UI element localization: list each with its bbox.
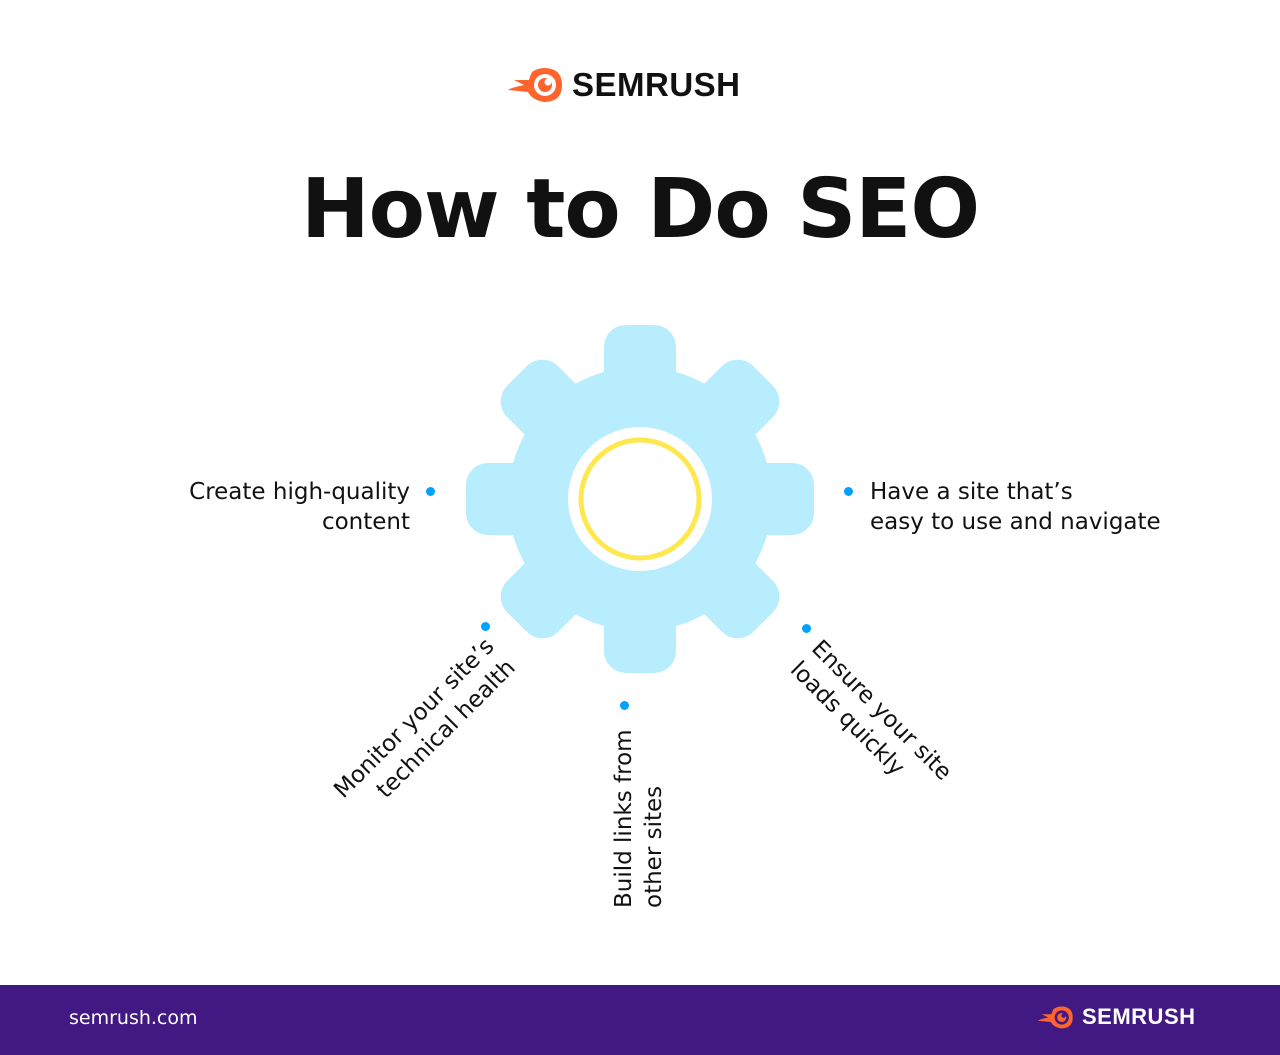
item-site-speed: Ensure your site loads quickly (784, 634, 958, 808)
bullet-dot (426, 487, 435, 496)
semrush-flame-icon (1034, 1006, 1073, 1028)
item-line: other sites (641, 785, 667, 908)
bullet-dot (844, 487, 853, 496)
item-line: Have a site that’s (870, 479, 1073, 505)
semrush-flame-icon (502, 68, 562, 102)
item-site-usability: Have a site that’s easy to use and navig… (870, 477, 1161, 537)
item-line: Build links from (611, 729, 637, 908)
footer: semrush.com SEMRUSH (0, 985, 1280, 1055)
page-title: How to Do SEO (300, 162, 980, 257)
footer-logo: SEMRUSH (1034, 1004, 1196, 1030)
item-build-links: Build links from other sites (609, 729, 669, 908)
footer-brand-name: SEMRUSH (1082, 1004, 1196, 1029)
bullet-dot (802, 624, 811, 633)
gear-icon (466, 325, 814, 673)
semrush-logo: SEMRUSH (502, 66, 741, 104)
footer-url[interactable]: semrush.com (69, 1007, 198, 1029)
bullet-dot (481, 622, 490, 631)
item-technical-health: Monitor your site’s technical health (328, 632, 522, 826)
item-line: Create high-quality (189, 479, 410, 505)
bullet-dot (620, 701, 629, 710)
item-create-content: Create high-quality content (189, 477, 410, 537)
item-line: content (321, 509, 410, 535)
brand-name: SEMRUSH (572, 66, 741, 103)
item-line: easy to use and navigate (870, 509, 1161, 535)
